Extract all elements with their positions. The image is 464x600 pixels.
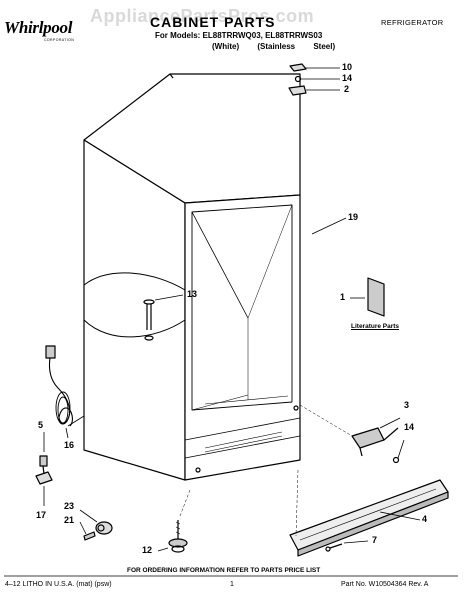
brand-logo: Whirlpool: [4, 18, 73, 37]
callout-2: 2: [344, 84, 350, 94]
callout-10: 10: [342, 62, 353, 72]
leveling-leg-part-12: [157, 489, 191, 553]
callout-17: 17: [36, 510, 47, 520]
roller-parts-21-23: [79, 509, 113, 541]
callout-1: 1: [340, 292, 346, 302]
callout-19: 19: [348, 212, 359, 222]
cabinet-body: [83, 73, 301, 481]
top-hinge-parts: [288, 63, 340, 96]
callout-21: 21: [64, 515, 75, 525]
ordering-note: FOR ORDERING INFORMATION REFER TO PARTS …: [127, 567, 321, 574]
callout-3: 3: [404, 400, 410, 410]
screw-part-7: [325, 540, 369, 552]
model-numbers: For Models: EL88TRRWQ03, EL88TRRWS03: [155, 31, 323, 40]
callout-7: 7: [372, 535, 378, 545]
callout-14-top: 14: [342, 73, 353, 83]
literature-parts-label: Literature Parts: [351, 323, 400, 330]
watermark: AppliancePartsPros.com: [90, 6, 315, 26]
callout-23: 23: [64, 501, 75, 511]
page-title: CABINET PARTS: [150, 14, 276, 30]
callout-12: 12: [142, 545, 153, 555]
callout-14-bottom: 14: [404, 422, 415, 432]
brand-subtitle: CORPORATION: [44, 38, 75, 42]
bottom-hinge-part-3: [299, 404, 405, 464]
part-number: Part No. W10504364 Rev. A: [341, 581, 429, 588]
base-grille-part-4: [289, 469, 449, 557]
callout-5: 5: [38, 420, 44, 430]
callout-4: 4: [422, 514, 428, 524]
model-variants: (White) (Stainless Steel): [212, 42, 336, 51]
door-pin-part-13: [143, 294, 184, 341]
callout-16: 16: [64, 440, 75, 450]
appliance-category: REFRIGERATOR: [381, 18, 444, 27]
leveling-leg-parts-5-17: [35, 432, 53, 506]
page-number: 1: [230, 581, 234, 588]
power-cord-part-16: [45, 345, 85, 439]
litho-info: 4–12 LITHO IN U.S.A. (mat) (psw): [5, 581, 112, 588]
literature-booklet: [350, 277, 385, 317]
callout-13: 13: [187, 289, 198, 299]
